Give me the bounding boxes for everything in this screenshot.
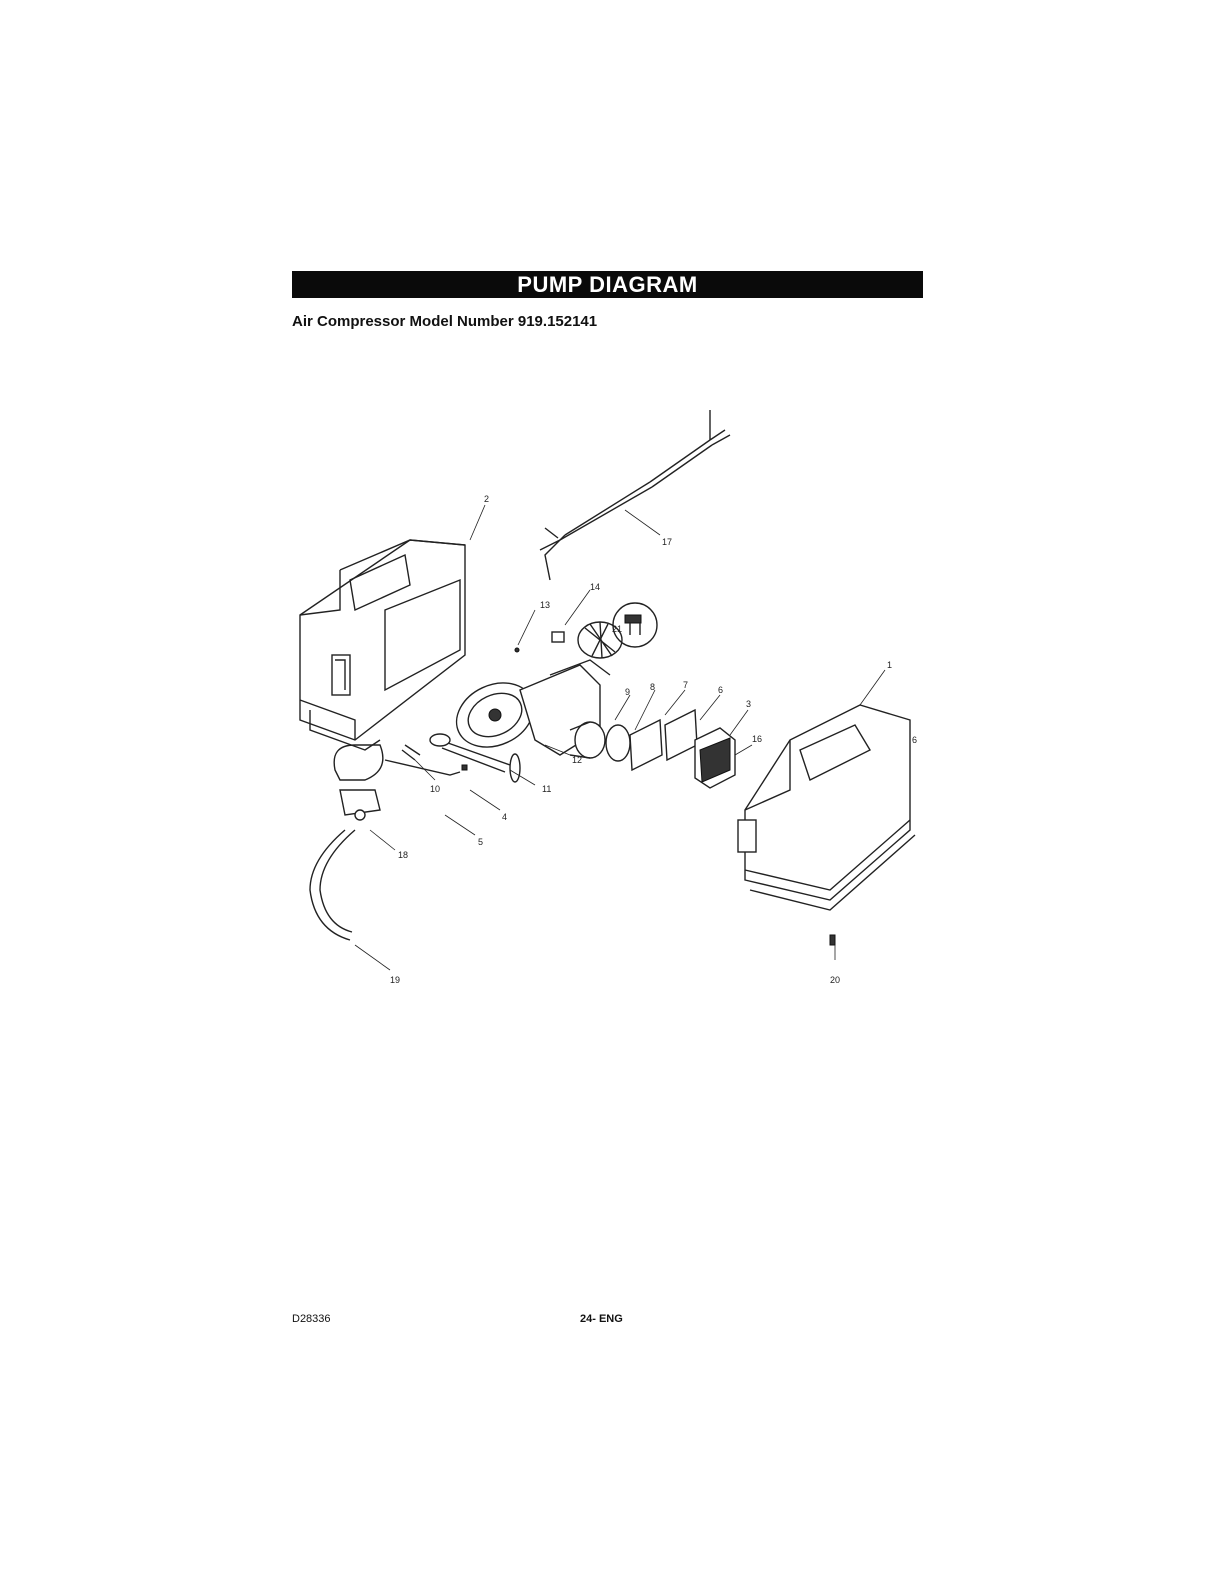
callout-8: 8	[650, 682, 655, 692]
callout-12: 12	[572, 755, 582, 765]
model-number-subtitle: Air Compressor Model Number 919.152141	[292, 313, 597, 330]
callout-10: 10	[430, 784, 440, 794]
power-cord	[540, 410, 730, 580]
callout-18: 18	[398, 850, 408, 860]
callout-14: 14	[590, 582, 600, 592]
callout-6a: 6	[718, 685, 723, 695]
callout-21: 21	[612, 624, 622, 634]
callout-1: 1	[887, 660, 892, 670]
callout-20: 20	[830, 975, 840, 985]
callout-2: 2	[484, 494, 489, 504]
callout-4: 4	[502, 812, 507, 822]
pump-exploded-diagram: 2 17 14 13 21 1 9 8 7 6 3 16 6 12 11 10 …	[290, 410, 950, 990]
callout-3: 3	[746, 699, 751, 709]
callout-6b: 6	[912, 735, 917, 745]
left-shroud	[300, 540, 465, 750]
callout-17: 17	[662, 537, 672, 547]
right-shroud	[738, 705, 915, 910]
callout-5: 5	[478, 837, 483, 847]
callout-11: 11	[542, 784, 551, 794]
document-code: D28336	[292, 1313, 331, 1325]
callout-9: 9	[625, 687, 630, 697]
callout-7: 7	[683, 680, 688, 690]
exploded-view-drawing: 2 17 14 13 21 1 9 8 7 6 3 16 6 12 11 10 …	[290, 410, 950, 990]
page-title-banner: PUMP DIAGRAM	[292, 271, 923, 298]
page-number: 24- ENG	[580, 1313, 623, 1325]
callout-13: 13	[540, 600, 550, 610]
callout-16: 16	[752, 734, 762, 744]
callout-19: 19	[390, 975, 400, 985]
